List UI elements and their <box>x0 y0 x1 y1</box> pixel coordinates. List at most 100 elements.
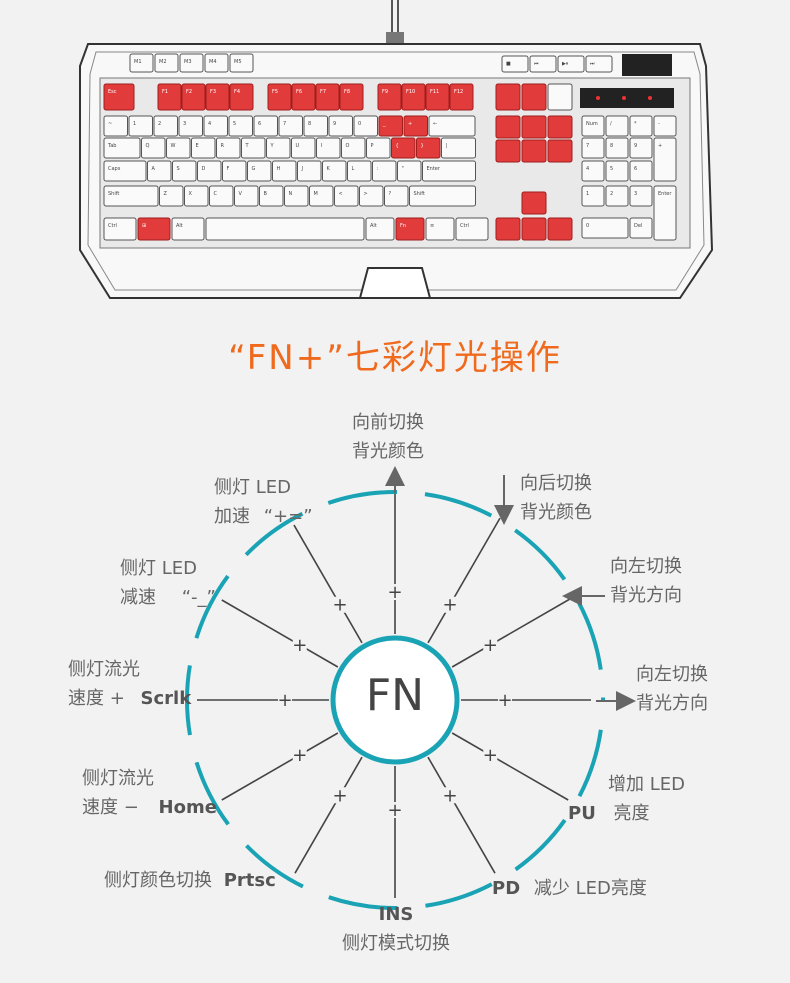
svg-text:J: J <box>301 166 303 172</box>
key-row3: W <box>166 137 191 159</box>
key-numpad: Num <box>581 115 605 137</box>
key-row2: 6 <box>253 115 278 137</box>
svg-text:*: * <box>634 121 637 127</box>
svg-text:O: O <box>346 143 350 149</box>
svg-text:}: } <box>421 143 424 149</box>
svg-text:Fn: Fn <box>400 223 406 229</box>
svg-text:4: 4 <box>586 166 589 172</box>
macro-key: M3 <box>179 53 204 73</box>
plus-bg <box>483 637 498 653</box>
key-space <box>205 217 365 241</box>
key-f9: F9 <box>377 83 402 111</box>
key-row4: " <box>397 160 422 182</box>
keyboard-cable <box>391 0 399 35</box>
svg-text:>: > <box>364 191 368 197</box>
key-row2: 0 <box>353 115 378 137</box>
svg-text:_: _ <box>382 121 386 127</box>
key-row3: } <box>416 137 441 159</box>
key-nav <box>521 115 547 139</box>
key-row3: Y <box>266 137 291 159</box>
key-f7: F7 <box>315 83 340 111</box>
spoke-down <box>427 517 501 644</box>
svg-text:Del: Del <box>634 223 642 229</box>
key-row3: P <box>366 137 391 159</box>
svg-text:M2: M2 <box>159 59 167 65</box>
label-ins-keyname: INS <box>378 904 414 925</box>
label-scrlk: 侧灯流光 速度 + Scrlk <box>68 655 191 713</box>
svg-text:Enter: Enter <box>658 191 672 197</box>
svg-text:|: | <box>446 143 448 149</box>
macro-key: M2 <box>154 53 179 73</box>
key-row5: > <box>359 185 384 207</box>
key-arrow-right <box>547 217 573 241</box>
label-plus-line1: 侧灯 LED <box>214 477 291 498</box>
key-nav <box>547 139 573 163</box>
label-minus-line2: 减速 <box>120 587 156 608</box>
svg-text:F9: F9 <box>382 89 388 95</box>
key-row5: C <box>209 185 234 207</box>
svg-text:A: A <box>152 166 156 172</box>
label-up-line1: 向前切换 <box>352 412 424 433</box>
key-numpad: 3 <box>629 185 653 207</box>
svg-text:F3: F3 <box>210 89 216 95</box>
label-right-line2: 背光方向 <box>636 693 708 714</box>
svg-text:Caps: Caps <box>108 166 121 172</box>
key-row4: A <box>147 160 172 182</box>
key-f4: F4 <box>229 83 254 111</box>
spoke-plus <box>293 524 363 644</box>
svg-text:M5: M5 <box>234 59 242 65</box>
key-row4: L <box>347 160 372 182</box>
svg-text:<: < <box>339 191 343 197</box>
key-row5: Shift <box>103 185 159 207</box>
key-row3: Tab <box>103 137 141 159</box>
key-row5: X <box>184 185 209 207</box>
key-f6: F6 <box>291 83 316 111</box>
plus-bg <box>443 596 457 613</box>
svg-text:⏭: ⏭ <box>590 61 595 67</box>
svg-text:F12: F12 <box>454 89 463 95</box>
key-row4: : <box>372 160 397 182</box>
key-row5: V <box>234 185 259 207</box>
plus-sign: + <box>442 785 457 806</box>
key-prtsc <box>495 83 521 111</box>
plus-bg <box>483 747 498 763</box>
media-key: ■ <box>501 55 529 73</box>
key-row5: N <box>284 185 309 207</box>
key-row5: M <box>309 185 334 207</box>
svg-text:8: 8 <box>610 143 613 149</box>
media-key: ⏮ <box>529 55 557 73</box>
page-title: “FN+”七彩灯光操作 <box>228 338 562 378</box>
svg-text:Shift: Shift <box>414 191 425 197</box>
label-minus-key: 侧灯 LED 减速 “-_” <box>120 554 216 612</box>
label-ins: INS 侧灯模式切换 <box>336 900 456 958</box>
key-numpad: 2 <box>605 185 629 207</box>
label-prtsc: 侧灯颜色切换 Prtsc <box>104 866 276 895</box>
macro-key: M4 <box>204 53 229 73</box>
plus-bg <box>333 596 347 613</box>
svg-text:0: 0 <box>358 121 361 127</box>
key-numpad: 8 <box>605 137 629 159</box>
plus-signs-group: ++++++++++++ <box>277 582 512 821</box>
svg-text:Q: Q <box>146 143 150 149</box>
svg-text:6: 6 <box>634 166 637 172</box>
key-row5: Z <box>159 185 184 207</box>
label-plus-key: 侧灯 LED 加速 “+=” <box>214 473 313 531</box>
label-pd-keyname: PD <box>492 878 521 899</box>
svg-text:4: 4 <box>208 121 211 127</box>
plus-sign: + <box>277 690 292 711</box>
svg-text:3: 3 <box>183 121 186 127</box>
key-f1: F1 <box>157 83 182 111</box>
cable-plug <box>386 32 404 44</box>
plus-sign: + <box>442 595 457 616</box>
key-numpad: 4 <box>581 160 605 182</box>
key-numpad: / <box>605 115 629 137</box>
label-pu-line2: 亮度 <box>613 803 650 824</box>
key-scrlk <box>521 83 547 111</box>
key-row2: 3 <box>178 115 203 137</box>
svg-text:M: M <box>314 191 318 197</box>
key-alt-left: Alt <box>171 217 205 241</box>
svg-text:B: B <box>264 191 268 197</box>
spoke-left <box>451 594 578 668</box>
label-scrlk-line2: 速度 + <box>68 688 125 709</box>
key-row3: O <box>341 137 366 159</box>
